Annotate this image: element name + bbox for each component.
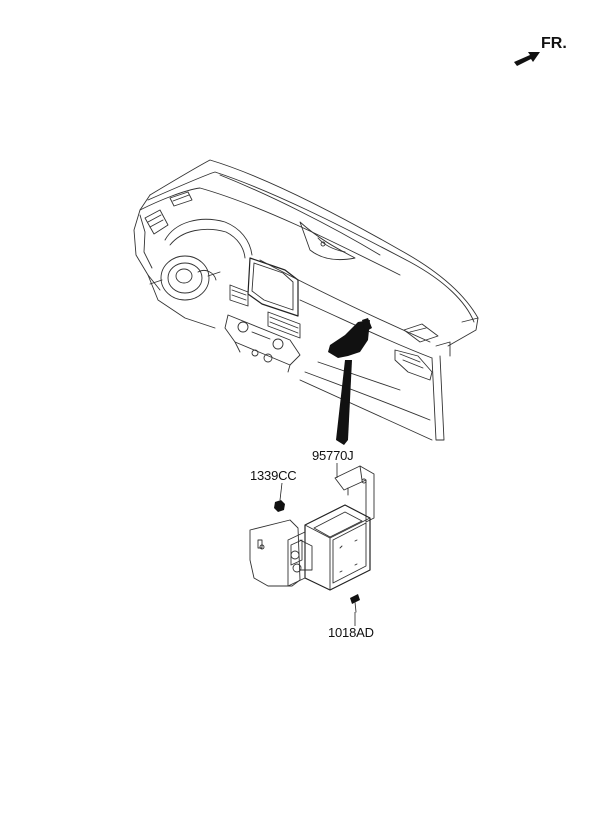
leader-lines [279,463,356,626]
callout-1339CC: 1339CC [250,468,297,483]
module-assembly-95770J [249,465,375,613]
callout-95770J: 95770J [312,448,354,463]
instrument-panel-illustration [133,159,479,445]
bolt-1339CC-icon [274,500,285,512]
front-direction-arrow-icon [514,52,540,66]
callout-1018AD: 1018AD [328,625,374,640]
screw-1018AD-icon [350,594,360,613]
front-direction-label: FR. [541,35,567,52]
